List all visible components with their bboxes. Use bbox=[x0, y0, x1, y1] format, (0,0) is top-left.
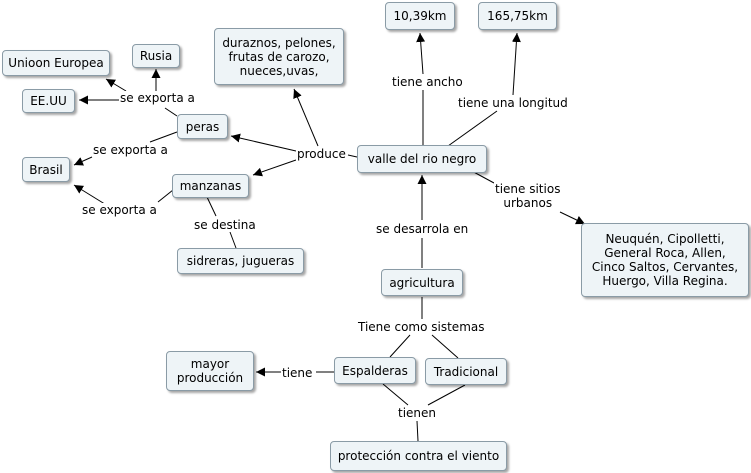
edge-manzanas-destina bbox=[206, 196, 217, 217]
link-tienen: tienen bbox=[397, 406, 438, 420]
edge-destina-sidreras bbox=[229, 231, 237, 249]
link-exporta-manzanas: se exporta a bbox=[81, 203, 158, 217]
edge-sistemas-espalderas bbox=[389, 334, 411, 358]
node-proteccion-viento[interactable]: protección contra el viento bbox=[330, 441, 507, 471]
edge-tienen-proteccion bbox=[416, 420, 419, 442]
link-exporta-peras-top: se exporta a bbox=[119, 91, 196, 105]
edge-valle-produce bbox=[347, 154, 358, 158]
edge-longitud-value bbox=[511, 32, 521, 96]
edge-manzanas-exporta bbox=[157, 189, 174, 203]
edge-espalderas-tienen bbox=[382, 383, 409, 406]
link-tiene-sistemas: Tiene como sistemas bbox=[357, 320, 486, 334]
node-ciudades[interactable]: Neuquén, Cipolletti, General Roca, Allen… bbox=[581, 223, 749, 297]
node-sidreras-jugueras[interactable]: sidreras, jugueras bbox=[177, 248, 304, 274]
node-agricultura[interactable]: agricultura bbox=[381, 269, 463, 296]
link-se-destina: se destina bbox=[193, 218, 257, 232]
node-manzanas[interactable]: manzanas bbox=[172, 174, 249, 198]
edge-sitios-ciudades bbox=[559, 211, 586, 225]
link-exporta-peras-brasil: se exporta a bbox=[92, 143, 169, 157]
node-rusia[interactable]: Rusia bbox=[132, 44, 180, 68]
node-valle-del-rio-negro[interactable]: valle del rio negro bbox=[357, 145, 487, 173]
edge-ancho-value bbox=[416, 32, 426, 75]
node-tradicional[interactable]: Tradicional bbox=[425, 358, 507, 385]
node-peras[interactable]: peras bbox=[177, 114, 228, 139]
edge-sistemas-tradicional bbox=[431, 334, 459, 359]
edge-exporta-ue bbox=[105, 78, 127, 92]
node-brasil[interactable]: Brasil bbox=[22, 157, 70, 182]
link-se-desarrola: se desarrola en bbox=[375, 222, 470, 236]
node-longitud-value[interactable]: 165,75km bbox=[478, 2, 557, 30]
edge-valle-longitud bbox=[447, 110, 498, 147]
link-tiene-longitud: tiene una longitud bbox=[457, 96, 569, 110]
edge-peras-exporta-brasil bbox=[149, 131, 178, 143]
edge-exporta-brasil-manzanas bbox=[73, 184, 109, 207]
node-ancho-value[interactable]: 10,39km bbox=[385, 2, 455, 30]
node-eeuu[interactable]: EE.UU bbox=[22, 89, 75, 113]
edge-exporta-brasil-peras bbox=[73, 156, 93, 166]
edge-produce-manzanas bbox=[252, 159, 297, 177]
edge-tradicional-tienen bbox=[427, 384, 466, 406]
node-union-europea[interactable]: Unioon Europea bbox=[2, 50, 110, 76]
link-produce: produce bbox=[296, 147, 347, 161]
edge-peras-exporta-top bbox=[164, 107, 178, 117]
edge-produce-peras bbox=[230, 133, 297, 152]
link-tiene-ancho: tiene ancho bbox=[391, 75, 464, 89]
node-espalderas[interactable]: Espalderas bbox=[334, 357, 416, 384]
link-tiene: tiene bbox=[281, 366, 314, 380]
edge-produce-productos bbox=[293, 88, 319, 147]
node-productos[interactable]: duraznos, pelones, frutas de carozo, nue… bbox=[214, 28, 344, 85]
node-mayor-produccion[interactable]: mayor producción bbox=[166, 351, 254, 391]
link-sitios-urbanos: tiene sitios urbanos bbox=[494, 182, 562, 210]
